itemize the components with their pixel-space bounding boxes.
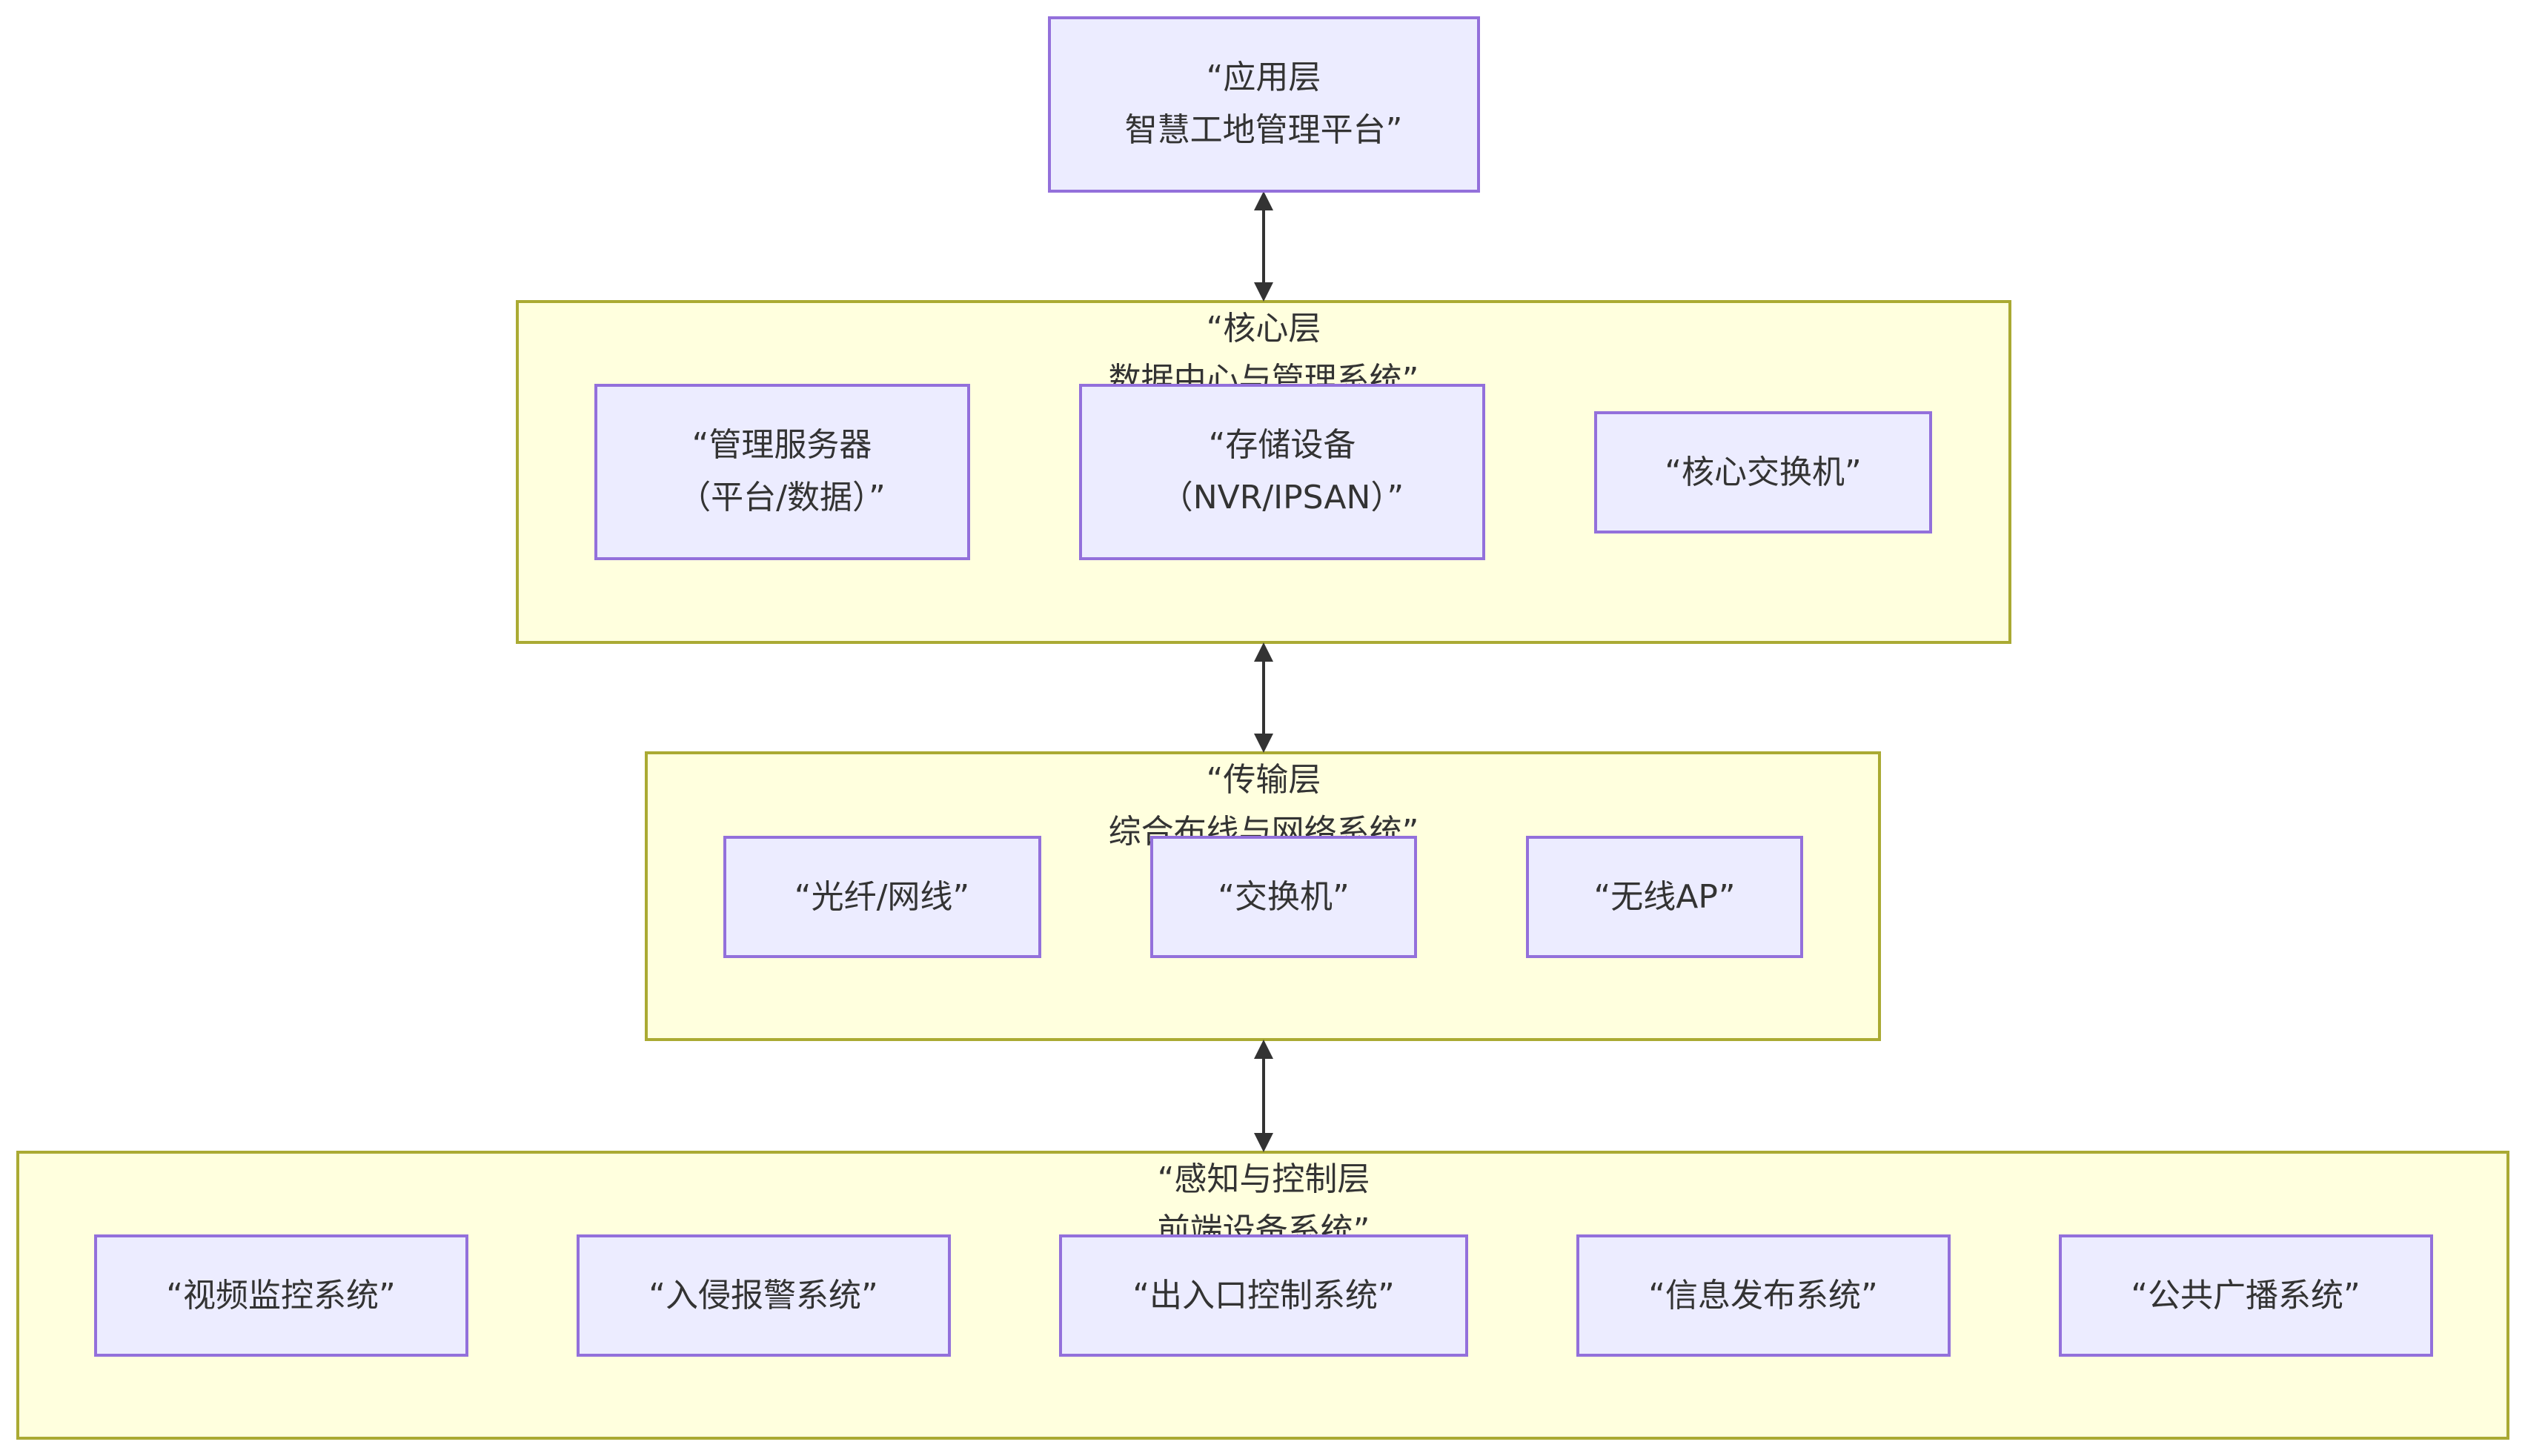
- edge-app-core-arrow-up: [1254, 191, 1273, 210]
- node-fiber-cable-box: [723, 836, 1041, 958]
- node-storage-device-line2: （NVR/IPSAN）”: [1161, 479, 1404, 516]
- node-switch: “交换机”: [1150, 836, 1417, 958]
- node-video-surveillance-box: [94, 1234, 468, 1357]
- node-access-control: “出入口控制系统”: [1059, 1234, 1468, 1357]
- node-application-layer-line1: “应用层: [1207, 59, 1321, 96]
- node-public-broadcast: “公共广播系统”: [2059, 1234, 2433, 1357]
- node-info-release-label: “信息发布系统”: [1648, 1277, 1878, 1314]
- node-switch-label: “交换机”: [1218, 878, 1350, 916]
- node-core-switch-box: [1594, 411, 1932, 533]
- node-application-layer: “应用层 智慧工地管理平台”: [1048, 16, 1480, 193]
- edge-core-transport-arrow-down: [1254, 734, 1273, 753]
- node-access-control-label: “出入口控制系统”: [1132, 1277, 1395, 1314]
- node-management-server-box: [594, 384, 970, 560]
- edge-transport-perception-arrow-down: [1254, 1133, 1273, 1152]
- node-application-layer-box: [1048, 16, 1480, 193]
- node-core-switch: “核心交换机”: [1594, 411, 1932, 533]
- node-management-server: “管理服务器 （平台/数据）”: [594, 384, 970, 560]
- node-info-release-box: [1576, 1234, 1951, 1357]
- node-wireless-ap-box: [1526, 836, 1803, 958]
- node-intrusion-alarm: “入侵报警系统”: [577, 1234, 951, 1357]
- edge-app-core-arrow-down: [1254, 282, 1273, 302]
- node-storage-device: “存储设备 （NVR/IPSAN）”: [1079, 384, 1485, 560]
- edge-core-transport-arrow-up: [1254, 642, 1273, 662]
- node-wireless-ap-label: “无线AP”: [1593, 878, 1735, 916]
- node-intrusion-alarm-label: “入侵报警系统”: [648, 1277, 878, 1314]
- node-storage-device-box: [1079, 384, 1485, 560]
- node-fiber-cable: “光纤/网线”: [723, 836, 1041, 958]
- node-public-broadcast-label: “公共广播系统”: [2131, 1277, 2360, 1314]
- cluster-perception-layer-title-line1: “感知与控制层: [1158, 1160, 1370, 1198]
- edge-transport-perception-arrow-up: [1254, 1040, 1273, 1059]
- edge-transport-perception: [1254, 1040, 1273, 1152]
- node-switch-box: [1150, 836, 1417, 958]
- node-access-control-box: [1059, 1234, 1468, 1357]
- node-storage-device-line1: “存储设备: [1209, 426, 1356, 464]
- node-intrusion-alarm-box: [577, 1234, 951, 1357]
- node-info-release: “信息发布系统”: [1576, 1234, 1951, 1357]
- node-management-server-line2: （平台/数据）”: [678, 479, 886, 516]
- node-application-layer-line2: 智慧工地管理平台”: [1125, 111, 1403, 149]
- cluster-core-layer-title-line1: “核心层: [1207, 310, 1321, 348]
- node-core-switch-label: “核心交换机”: [1665, 453, 1862, 491]
- cluster-transport-layer-title-line1: “传输层: [1207, 761, 1321, 799]
- node-wireless-ap: “无线AP”: [1526, 836, 1803, 958]
- node-video-surveillance-label: “视频监控系统”: [166, 1277, 396, 1314]
- edge-app-core: [1254, 191, 1273, 302]
- node-video-surveillance: “视频监控系统”: [94, 1234, 468, 1357]
- node-management-server-line1: “管理服务器: [692, 426, 872, 464]
- node-fiber-cable-label: “光纤/网线”: [794, 878, 969, 916]
- node-public-broadcast-box: [2059, 1234, 2433, 1357]
- edge-core-transport: [1254, 642, 1273, 753]
